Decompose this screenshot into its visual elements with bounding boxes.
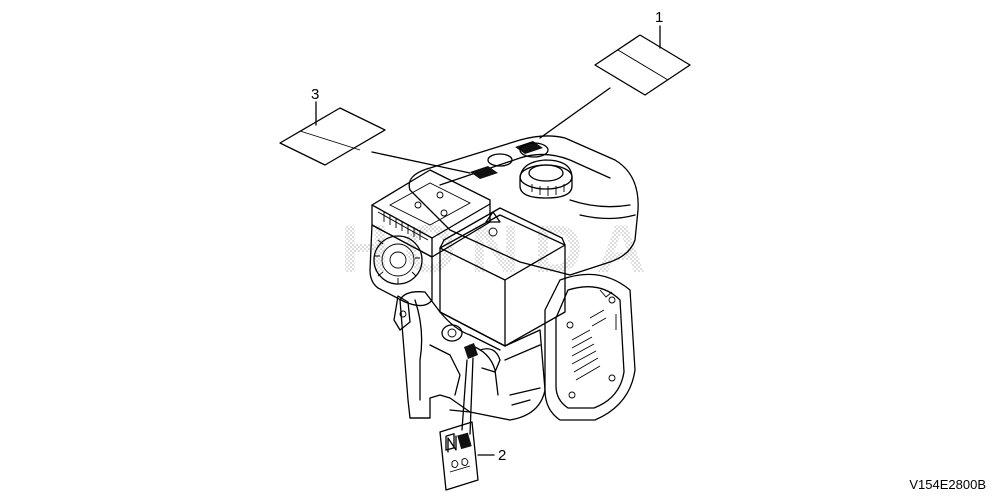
tank-label-dark-1 [470, 166, 498, 179]
tank-label-dark-2 [515, 141, 543, 154]
label-sheet-2 [439, 357, 479, 491]
label-sheet-3 [279, 107, 471, 174]
callout-3: 3 [311, 86, 319, 126]
fuel-cap [519, 159, 573, 199]
diagram-code: V154E2800B [909, 477, 986, 492]
callout-number-3: 3 [311, 86, 319, 103]
on-off-icon [445, 432, 472, 473]
callout-number-1: 1 [655, 9, 663, 26]
callout-number-2: 2 [498, 447, 506, 464]
engine-drawing [369, 135, 639, 421]
label-sheet-1 [539, 34, 691, 139]
callout-1: 1 [655, 9, 663, 49]
fan-cover [544, 273, 636, 421]
callout-2: 2 [477, 447, 506, 464]
choke-label-dark [464, 343, 478, 359]
